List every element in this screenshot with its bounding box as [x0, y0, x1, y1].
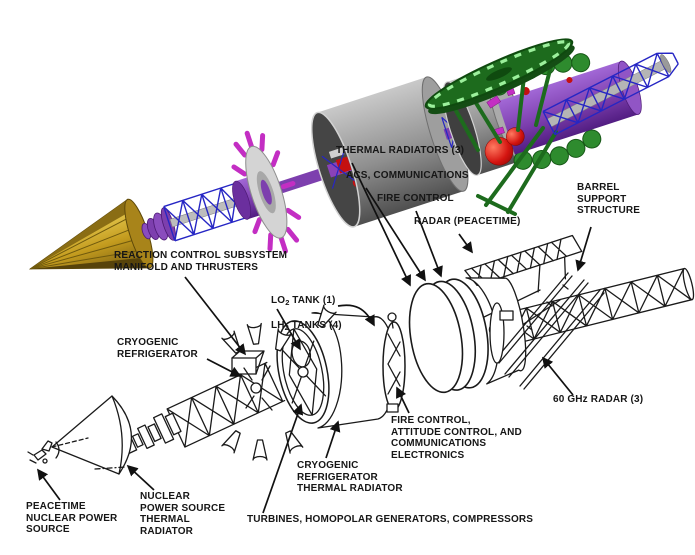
refrigerator-box — [231, 350, 265, 375]
leader-radar-60ghz — [541, 356, 574, 396]
label-cryogenic-refrigerator: CRYOGENIC REFRIGERATOR — [117, 337, 198, 360]
aft-electronics-disc — [489, 302, 514, 364]
leader-acs-communications — [365, 187, 426, 282]
line-drawing — [27, 234, 695, 475]
radar-booms — [494, 272, 605, 390]
leader-radar-peacetime — [458, 233, 473, 254]
label-thermal-radiators: THERMAL RADIATORS (3) — [336, 145, 465, 156]
label-tanks: LO2 TANK (1) LH2 TANKS (4) — [271, 283, 342, 333]
red-detail-2 — [566, 77, 573, 84]
rcs-manifold-torus — [231, 130, 302, 254]
label-fire-control: FIRE CONTROL — [377, 193, 454, 204]
rcs-funnels — [221, 304, 337, 461]
tank-line1: LO2 TANK (1) — [271, 294, 336, 307]
barrel-rings — [408, 277, 527, 394]
gold-nose-cone — [28, 198, 154, 270]
label-radar-60ghz: 60 GHz RADAR (3) — [553, 394, 644, 405]
label-fire-attitude-comm: FIRE CONTROL, ATTITUDE CONTROL, AND COMM… — [391, 415, 522, 461]
radiator-cone — [51, 395, 132, 475]
red-sphere-small — [506, 127, 525, 146]
leader-barrel-support — [575, 226, 592, 272]
leader-fire-attitude-comm — [396, 386, 410, 414]
leader-thermal-radiators — [351, 162, 411, 287]
spool-adapter — [141, 207, 176, 241]
tank-disc — [276, 320, 330, 424]
leader-reaction-control — [184, 276, 247, 356]
leader-tanks-b — [337, 304, 375, 327]
tank-line2: LH2 TANKS (4) — [271, 319, 342, 332]
leader-tanks-a — [276, 308, 301, 351]
green-radar-dish — [424, 38, 575, 115]
leader-nuclear-radiator — [126, 464, 155, 491]
rear-truss-boom — [499, 267, 695, 347]
peacetime-source-cluster — [27, 440, 60, 464]
label-radar-peacetime: RADAR (PEACETIME) — [414, 216, 521, 227]
leader-peacetime-source — [37, 468, 61, 501]
aft-truss-boom — [542, 52, 679, 136]
label-peacetime-nuclear-source: PEACETIME NUCLEAR POWER SOURCE — [26, 501, 118, 535]
label-nuclear-radiator: NUCLEAR POWER SOURCE THERMAL RADIATOR — [140, 491, 226, 537]
stowed-radar-lattice — [464, 234, 583, 304]
label-acs-communications: ACS, COMMUNICATIONS — [346, 170, 469, 181]
leader-cryo-thermal-radiator — [325, 420, 341, 459]
leader-cryogenic-refrigerator — [206, 358, 242, 377]
leader-turbines — [262, 403, 304, 514]
label-cryo-thermal-radiator: CRYOGENIC REFRIGERATOR THERMAL RADIATOR — [297, 460, 403, 494]
color-render — [28, 38, 679, 270]
red-sphere-large — [484, 137, 514, 166]
label-reaction-control: REACTION CONTROL SUBSYSTEM MANIFOLD AND … — [114, 250, 288, 273]
label-turbines: TURBINES, HOMOPOLAR GENERATORS, COMPRESS… — [247, 514, 534, 525]
leader-fire-control — [415, 210, 443, 278]
label-barrel-support: BARREL SUPPORT STRUCTURE — [577, 182, 641, 216]
leader-lines — [37, 162, 592, 514]
